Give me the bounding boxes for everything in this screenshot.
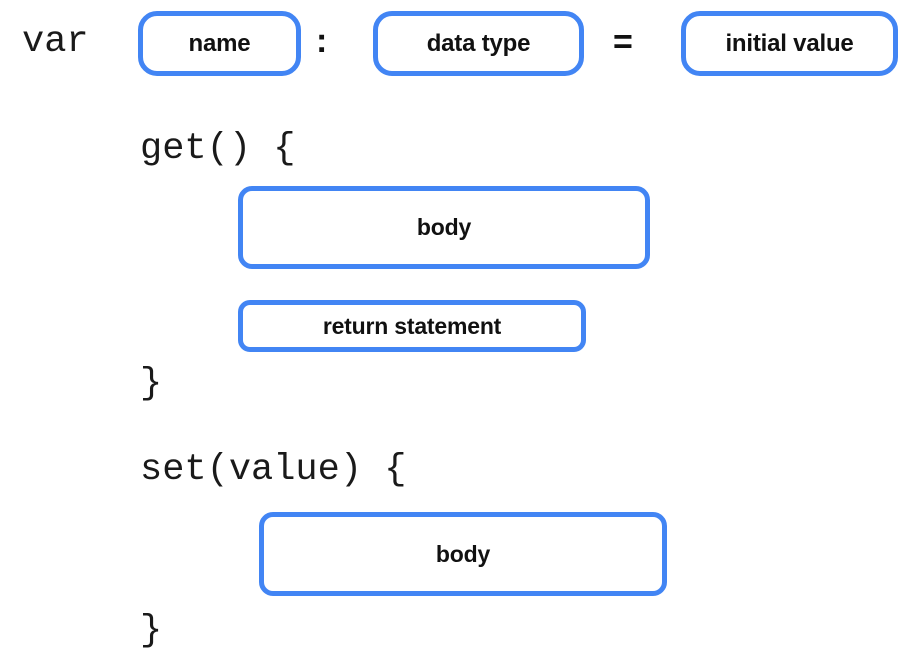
slot-setter-body-label: body: [435, 540, 491, 567]
getter-header: get() {: [140, 128, 296, 170]
slot-return-statement-label: return statement: [322, 312, 502, 339]
slot-name[interactable]: name: [138, 11, 301, 76]
slot-setter-body[interactable]: body: [259, 512, 667, 596]
getter-closing-brace: }: [140, 363, 163, 405]
slot-getter-body[interactable]: body: [238, 186, 650, 269]
setter-closing-brace: }: [140, 610, 163, 652]
slot-return-statement[interactable]: return statement: [238, 300, 586, 352]
slot-name-label: name: [188, 29, 251, 57]
equals-operator: =: [613, 23, 633, 61]
colon-operator: :: [316, 22, 328, 60]
setter-header: set(value) {: [140, 449, 407, 491]
slot-initial-value[interactable]: initial value: [681, 11, 898, 76]
slot-data-type-label: data type: [426, 29, 531, 57]
slot-initial-value-label: initial value: [725, 29, 854, 57]
slot-getter-body-label: body: [416, 214, 472, 240]
keyword-var: var: [22, 21, 89, 63]
slot-data-type[interactable]: data type: [373, 11, 584, 76]
